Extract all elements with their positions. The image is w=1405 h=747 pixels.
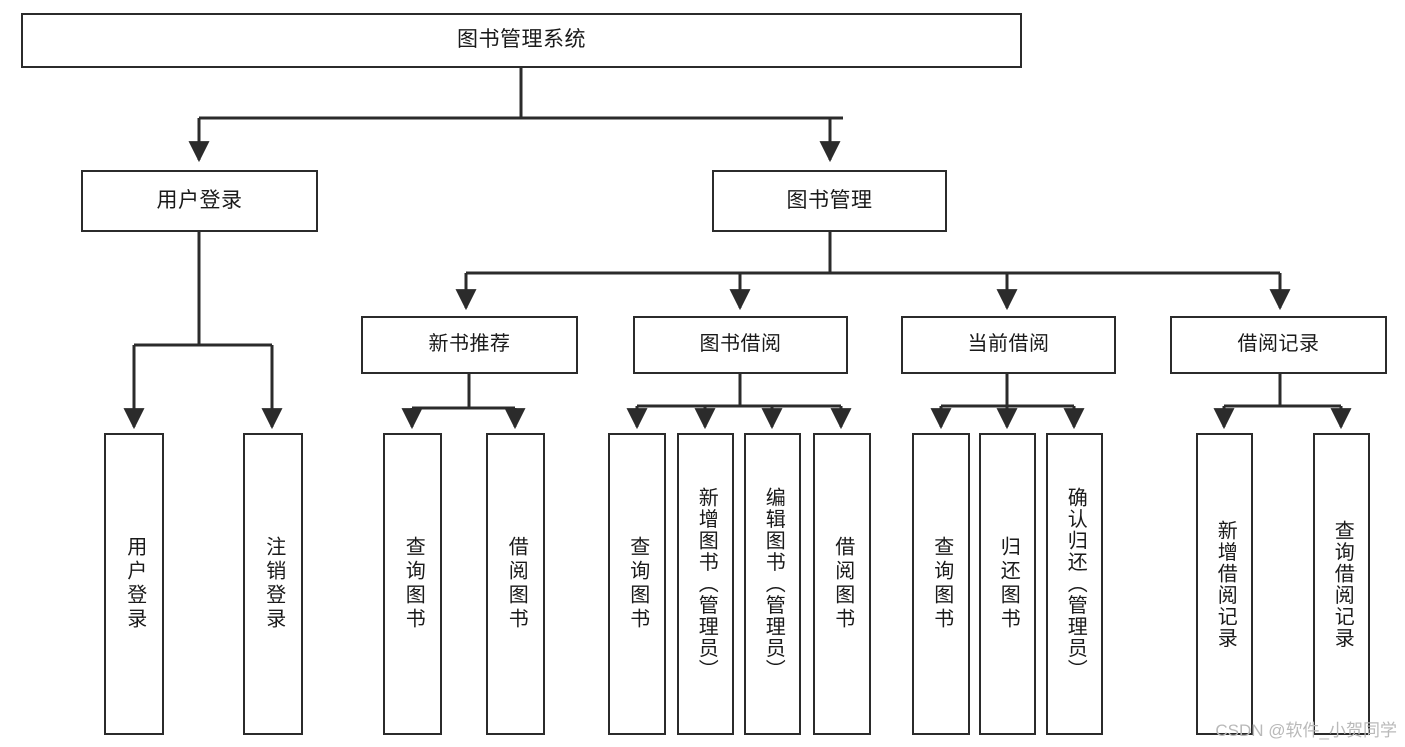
leaf-query-book-3-label: 查询图书 [930,536,953,632]
node-borrow-record-label: 借阅记录 [1237,333,1320,356]
leaf-edit-book-label: 编辑图书（管理员） [762,487,785,681]
leaf-query-record[interactable]: 查询借阅记录 [1313,433,1370,735]
node-book-manage[interactable]: 图书管理 [712,170,947,232]
node-current-borrow[interactable]: 当前借阅 [901,316,1116,374]
node-root-label: 图书管理系统 [457,28,586,52]
leaf-logout-label: 注销登录 [262,536,285,632]
leaf-return-book[interactable]: 归还图书 [979,433,1036,735]
node-borrow-record[interactable]: 借阅记录 [1170,316,1387,374]
leaf-query-book-3[interactable]: 查询图书 [912,433,970,735]
node-new-book-recommend-label: 新书推荐 [428,333,511,356]
node-user-login-label: 用户登录 [156,188,243,212]
leaf-query-book-2-label: 查询图书 [626,536,649,632]
node-book-borrow-label: 图书借阅 [699,333,782,356]
node-book-manage-label: 图书管理 [786,188,873,212]
leaf-add-record-label: 新增借阅记录 [1214,519,1237,649]
leaf-user-login-label: 用户登录 [123,536,146,632]
node-current-borrow-label: 当前借阅 [967,333,1050,356]
leaf-borrow-book-1-label: 借阅图书 [505,536,528,632]
leaf-add-book[interactable]: 新增图书（管理员） [677,433,734,735]
node-new-book-recommend[interactable]: 新书推荐 [361,316,578,374]
leaf-add-book-label: 新增图书（管理员） [695,487,718,681]
leaf-borrow-book-2[interactable]: 借阅图书 [813,433,871,735]
leaf-query-book-2[interactable]: 查询图书 [608,433,666,735]
node-root[interactable]: 图书管理系统 [21,13,1022,68]
leaf-logout[interactable]: 注销登录 [243,433,303,735]
leaf-query-record-label: 查询借阅记录 [1331,519,1354,649]
leaf-edit-book[interactable]: 编辑图书（管理员） [744,433,801,735]
leaf-return-book-label: 归还图书 [997,536,1020,632]
leaf-confirm-return[interactable]: 确认归还（管理员） [1046,433,1103,735]
watermark: CSDN @软件_小贺同学 [1215,721,1397,740]
leaf-query-book-1-label: 查询图书 [402,536,425,632]
leaf-add-record[interactable]: 新增借阅记录 [1196,433,1253,735]
leaf-borrow-book-2-label: 借阅图书 [831,536,854,632]
node-book-borrow[interactable]: 图书借阅 [633,316,848,374]
leaf-confirm-return-label: 确认归还（管理员） [1064,487,1087,681]
node-user-login[interactable]: 用户登录 [81,170,318,232]
leaf-query-book-1[interactable]: 查询图书 [383,433,442,735]
leaf-borrow-book-1[interactable]: 借阅图书 [486,433,545,735]
leaf-user-login[interactable]: 用户登录 [104,433,164,735]
